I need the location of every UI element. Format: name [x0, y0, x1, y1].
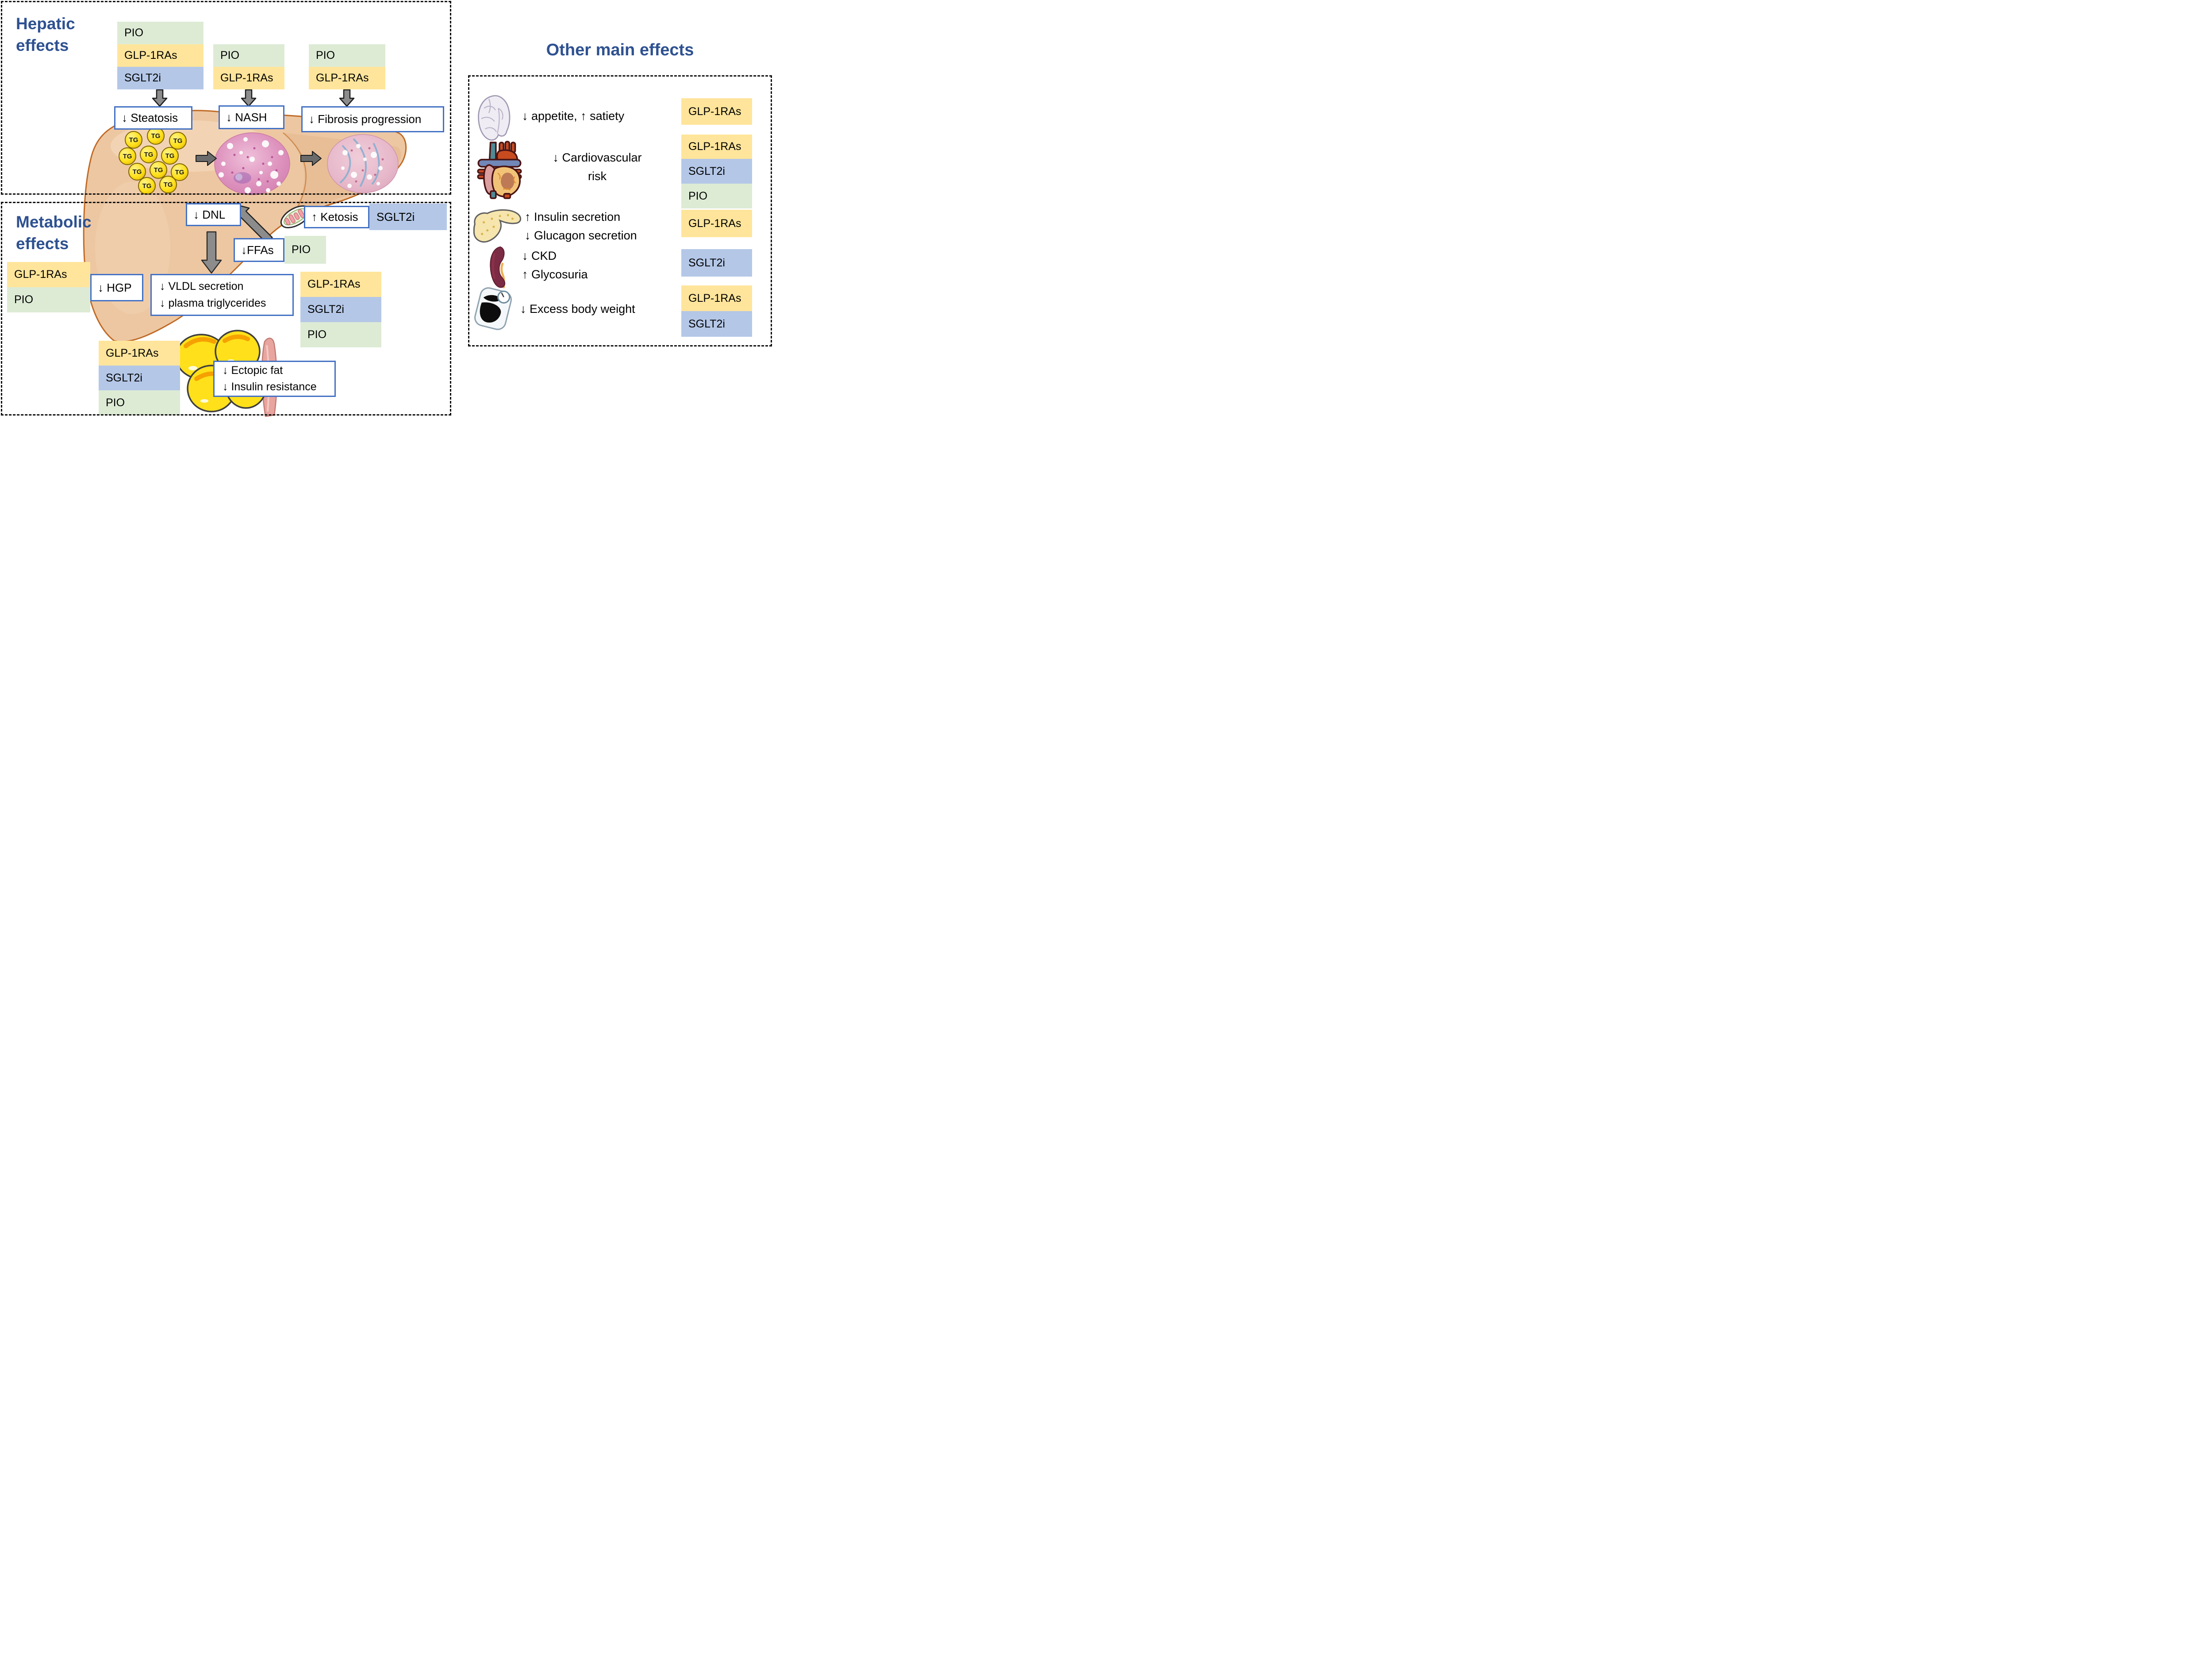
kidney-icon: [487, 246, 511, 291]
tg-disc: TG: [138, 177, 156, 195]
drug-chip-glp1ra: GLP-1RAs: [681, 210, 752, 237]
tg-disc: TG: [169, 132, 187, 150]
vldl-box: ↓ VLDL secretion ↓ plasma triglycerides: [150, 274, 294, 316]
drug-chip-sglt2i: SGLT2i: [681, 159, 752, 184]
drug-chip-glp1ra: GLP-1RAs: [681, 135, 752, 159]
drug-chip-glp1ra: GLP-1RAs: [213, 67, 284, 89]
effect-text-line: ↑ Glycosuria: [522, 267, 588, 281]
effect-text-line: ↓ Glucagon secretion: [525, 228, 637, 242]
heart-icon: [476, 141, 522, 201]
drug-chip-sglt2i: SGLT2i: [300, 297, 381, 322]
flow-arrows: [152, 89, 355, 274]
scale-icon: [472, 283, 515, 337]
drug-chip-sglt2i: SGLT2i: [369, 204, 447, 230]
drug-chip-sglt2i: SGLT2i: [681, 249, 752, 277]
nash-box: ↓ NASH: [219, 105, 284, 129]
other-effects-title: Other main effects: [546, 41, 694, 59]
arrow-tg-to-nash: [196, 151, 217, 166]
hepatic-panel-title: Hepatic effects: [16, 15, 75, 54]
ketosis-box: ↑ Ketosis: [304, 206, 369, 228]
arrow-down-steatosis: [152, 89, 168, 107]
hgp-box: ↓ HGP: [90, 274, 143, 301]
arrow-down-fibrosis: [339, 89, 355, 107]
drug-chip-glp1ra: GLP-1RAs: [117, 44, 204, 67]
drug-chip-pio: PIO: [99, 390, 180, 415]
tg-disc: TG: [119, 147, 136, 165]
drug-chip-sglt2i: SGLT2i: [681, 311, 752, 337]
drug-chip-glp1ra: GLP-1RAs: [681, 98, 752, 125]
drug-chip-glp1ra: GLP-1RAs: [99, 341, 180, 366]
effect-text-line: ↓ CKD: [522, 249, 557, 262]
effect-text-line: risk: [588, 169, 607, 183]
drug-chip-pio: PIO: [300, 322, 381, 347]
drug-chip-pio: PIO: [7, 287, 90, 312]
effect-text-line: ↑ Insulin secretion: [525, 210, 621, 223]
vldl-line: ↓ VLDL secretion: [160, 280, 244, 293]
pancreas-icon: [470, 207, 524, 247]
ectopic-fat-box: ↓ Ectopic fat ↓ Insulin resistance: [213, 361, 336, 397]
effect-text-insulin-glucagon: ↑ Insulin secretion ↓ Glucagon secretion: [525, 208, 637, 245]
mitochondria-icon: [280, 205, 311, 228]
arrow-nash-to-fibrosis: [300, 151, 322, 166]
tg-disc: TG: [128, 163, 146, 181]
tg-disc: TG: [159, 176, 177, 193]
nash-histology-image: [214, 132, 290, 195]
ectopic-line: ↓ Ectopic fat: [223, 364, 283, 377]
effect-text-ckd-glycosuria: ↓ CKD ↑ Glycosuria: [522, 247, 588, 284]
ffas-box: ↓FFAs: [234, 238, 284, 262]
steatosis-box: ↓ Steatosis: [114, 106, 192, 130]
figure-canvas: TG TG TG TG TG TG TG TG TG TG TG Hepatic…: [0, 0, 774, 417]
effect-text-cardiovascular: ↓ Cardiovascular risk: [526, 149, 668, 186]
tg-disc: TG: [140, 146, 157, 163]
drug-chip-glp1ra: GLP-1RAs: [309, 67, 385, 89]
tg-disc: TG: [150, 161, 167, 179]
drug-chip-pio: PIO: [117, 22, 204, 44]
drug-chip-glp1ra: GLP-1RAs: [681, 285, 752, 311]
ectopic-line: ↓ Insulin resistance: [223, 381, 317, 393]
fibrosis-histology-image: [327, 134, 399, 193]
drug-chip-pio: PIO: [213, 44, 284, 67]
drug-chip-pio: PIO: [681, 184, 752, 208]
tg-disc: TG: [125, 131, 142, 149]
drug-chip-glp1ra: GLP-1RAs: [300, 272, 381, 297]
brain-icon: [475, 94, 517, 144]
fibrosis-box: ↓ Fibrosis progression: [301, 106, 444, 132]
arrow-down-nash: [241, 89, 257, 107]
drug-chip-sglt2i: SGLT2i: [99, 366, 180, 390]
tg-disc: TG: [161, 147, 179, 165]
drug-chip-pio: PIO: [284, 236, 326, 264]
drug-chip-glp1ra: GLP-1RAs: [7, 262, 90, 287]
dnl-box: ↓ DNL: [186, 203, 241, 226]
drug-chip-pio: PIO: [309, 44, 385, 67]
drug-chip-sglt2i: SGLT2i: [117, 67, 204, 89]
metabolic-panel-title: Metabolic effects: [16, 213, 92, 253]
vldl-line: ↓ plasma triglycerides: [160, 296, 266, 309]
effect-text-body-weight: ↓ Excess body weight: [520, 302, 635, 316]
effect-text-line: ↓ Cardiovascular: [553, 151, 642, 164]
effect-text-appetite: ↓ appetite, ↑ satiety: [522, 109, 625, 123]
tg-disc: TG: [147, 127, 165, 145]
arrow-dnl-to-vldl: [201, 231, 222, 274]
